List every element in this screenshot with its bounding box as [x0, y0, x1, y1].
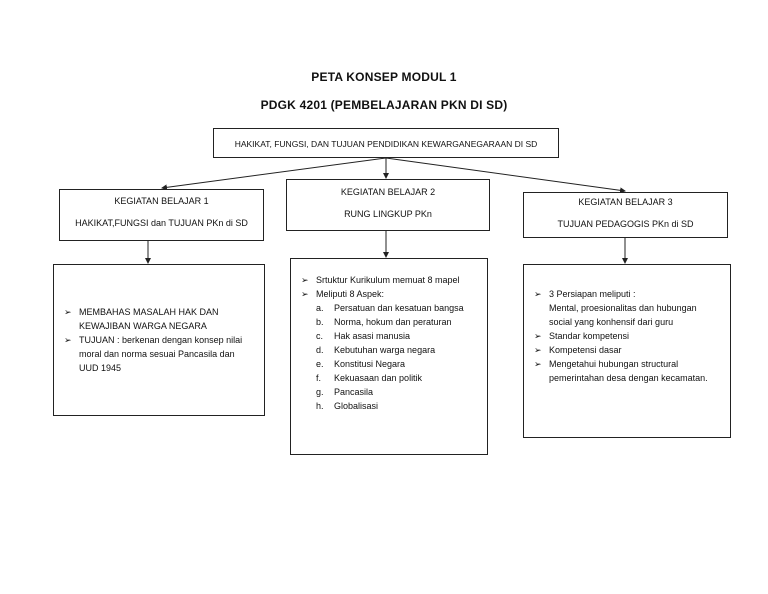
- detail-box-3: ➢3 Persiapan meliputi :Mental, proesiona…: [523, 264, 731, 438]
- detail-box-1: ➢MEMBAHAS MASALAH HAK DAN KEWAJIBAN WARG…: [53, 264, 265, 416]
- list-item: ➢Meliputi 8 Aspek: a.Persatuan dan kesat…: [301, 287, 479, 413]
- aspect-item: h.Globalisasi: [316, 401, 379, 411]
- arrow-bullet-icon: ➢: [534, 331, 542, 341]
- arrow-bullet-icon: ➢: [64, 335, 72, 345]
- kb1-heading: KEGIATAN BELAJAR 1: [114, 196, 209, 206]
- root-concept-box: HAKIKAT, FUNGSI, DAN TUJUAN PENDIDIKAN K…: [213, 128, 559, 158]
- list-item: ➢MEMBAHAS MASALAH HAK DAN KEWAJIBAN WARG…: [64, 307, 219, 331]
- list-item: ➢Srtuktur Kurikulum memuat 8 mapel: [301, 275, 460, 285]
- aspect-item: c.Hak asasi manusia: [316, 331, 411, 341]
- list-item: ➢TUJUAN : berkenan dengan konsep nilai m…: [64, 335, 243, 373]
- list-item-detail: Mental, proesionalitas dan hubungan soci…: [549, 303, 697, 327]
- arrow-bullet-icon: ➢: [64, 307, 72, 317]
- kegiatan-belajar-2-box: KEGIATAN BELAJAR 2 RUNG LINGKUP PKn: [286, 179, 490, 231]
- arrow-bullet-icon: ➢: [534, 359, 542, 369]
- list-item: ➢3 Persiapan meliputi :Mental, proesiona…: [534, 289, 697, 327]
- root-concept-label: HAKIKAT, FUNGSI, DAN TUJUAN PENDIDIKAN K…: [234, 139, 538, 149]
- arrow-bullet-icon: ➢: [534, 289, 542, 299]
- kb2-subtitle: RUNG LINGKUP PKn: [344, 209, 432, 219]
- aspect-item: e.Konstitusi Negara: [316, 359, 406, 369]
- aspect-item: g.Pancasila: [316, 387, 374, 397]
- aspect-item: d.Kebutuhan warga negara: [316, 345, 436, 355]
- kegiatan-belajar-1-box: KEGIATAN BELAJAR 1 HAKIKAT,FUNGSI dan TU…: [59, 189, 264, 241]
- arrow-bullet-icon: ➢: [301, 289, 309, 299]
- list-item: ➢Mengetahui hubungan structural pemerint…: [534, 359, 708, 383]
- list-item: ➢Standar kompetensi: [534, 331, 630, 341]
- arrow-bullet-icon: ➢: [301, 275, 309, 285]
- aspect-list: a.Persatuan dan kesatuan bangsa b.Norma,…: [316, 301, 479, 413]
- kb1-subtitle: HAKIKAT,FUNGSI dan TUJUAN PKn di SD: [75, 218, 248, 228]
- arrow-bullet-icon: ➢: [534, 345, 542, 355]
- page-subtitle: PDGK 4201 (PEMBELAJARAN PKN DI SD): [260, 98, 508, 112]
- page-title: PETA KONSEP MODUL 1: [311, 70, 457, 84]
- list-item: ➢Kompetensi dasar: [534, 345, 622, 355]
- aspect-item: b.Norma, hokum dan peraturan: [316, 317, 452, 327]
- kb2-heading: KEGIATAN BELAJAR 2: [340, 187, 436, 197]
- aspect-item: a.Persatuan dan kesatuan bangsa: [316, 303, 464, 313]
- aspect-item: f.Kekuasaan dan politik: [316, 373, 423, 383]
- detail-box-2: ➢Srtuktur Kurikulum memuat 8 mapel ➢Meli…: [290, 258, 488, 455]
- kb3-heading: KEGIATAN BELAJAR 3: [578, 197, 673, 207]
- kegiatan-belajar-3-box: KEGIATAN BELAJAR 3 TUJUAN PEDAGOGIS PKn …: [523, 192, 728, 238]
- kb3-subtitle: TUJUAN PEDAGOGIS PKn di SD: [557, 219, 694, 229]
